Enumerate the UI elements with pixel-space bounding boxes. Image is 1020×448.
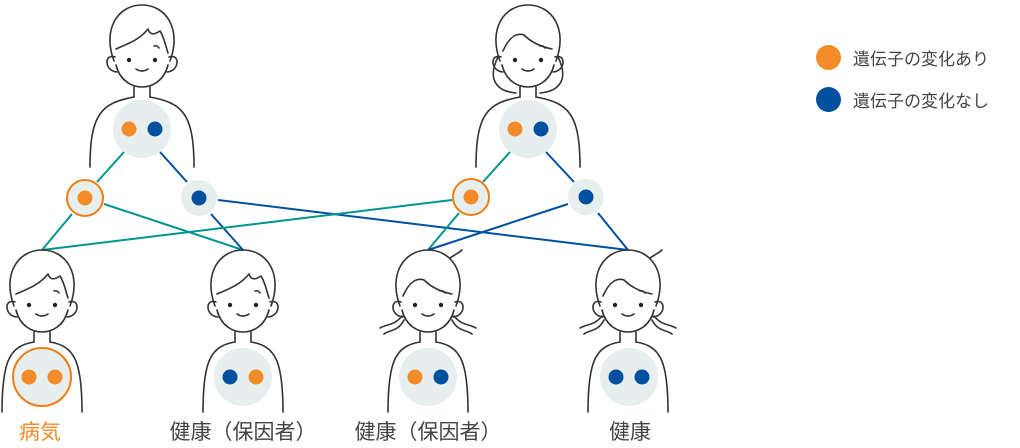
legend-normal: 遺伝子の変化なし	[816, 87, 989, 112]
father-figure	[89, 4, 195, 168]
gene-changed	[248, 369, 264, 385]
mother-genes	[499, 100, 557, 158]
gene-changed	[47, 369, 63, 385]
child-1-figure	[1, 249, 83, 413]
legend-label: 遺伝子の変化なし	[853, 92, 989, 112]
child-2-figure	[202, 249, 284, 413]
gene-normal	[147, 121, 163, 137]
gene-normal	[533, 121, 549, 137]
gene-normal	[433, 369, 449, 385]
father-genes	[113, 100, 171, 158]
child-3-figure	[379, 249, 477, 413]
blue-dot-icon	[816, 87, 841, 112]
gene-changed	[407, 369, 423, 385]
inheritance-lines	[41, 151, 629, 251]
child-1-cell	[12, 347, 72, 407]
gene-changed	[21, 369, 37, 385]
legend-label: 遺伝子の変化あり	[853, 50, 989, 70]
child-3-label: 健康（保因者）	[354, 420, 502, 444]
gene-normal	[608, 369, 624, 385]
child-1-label: 病気	[19, 420, 61, 444]
gene-changed	[507, 121, 523, 137]
child-3-cell	[399, 348, 457, 406]
child-2-cell	[214, 348, 272, 406]
child-4-figure	[579, 249, 677, 413]
child-genes	[12, 347, 658, 407]
orange-dot-icon	[816, 45, 841, 70]
gene-changed	[121, 121, 137, 137]
mother-figure	[475, 4, 581, 168]
gene-normal	[222, 369, 238, 385]
child-4-cell	[600, 348, 658, 406]
child-4-label: 健康	[609, 420, 651, 444]
legend-changed: 遺伝子の変化あり	[816, 45, 989, 70]
gametes	[66, 178, 604, 217]
child-2-label: 健康（保因者）	[169, 420, 317, 444]
gene-normal	[634, 369, 650, 385]
